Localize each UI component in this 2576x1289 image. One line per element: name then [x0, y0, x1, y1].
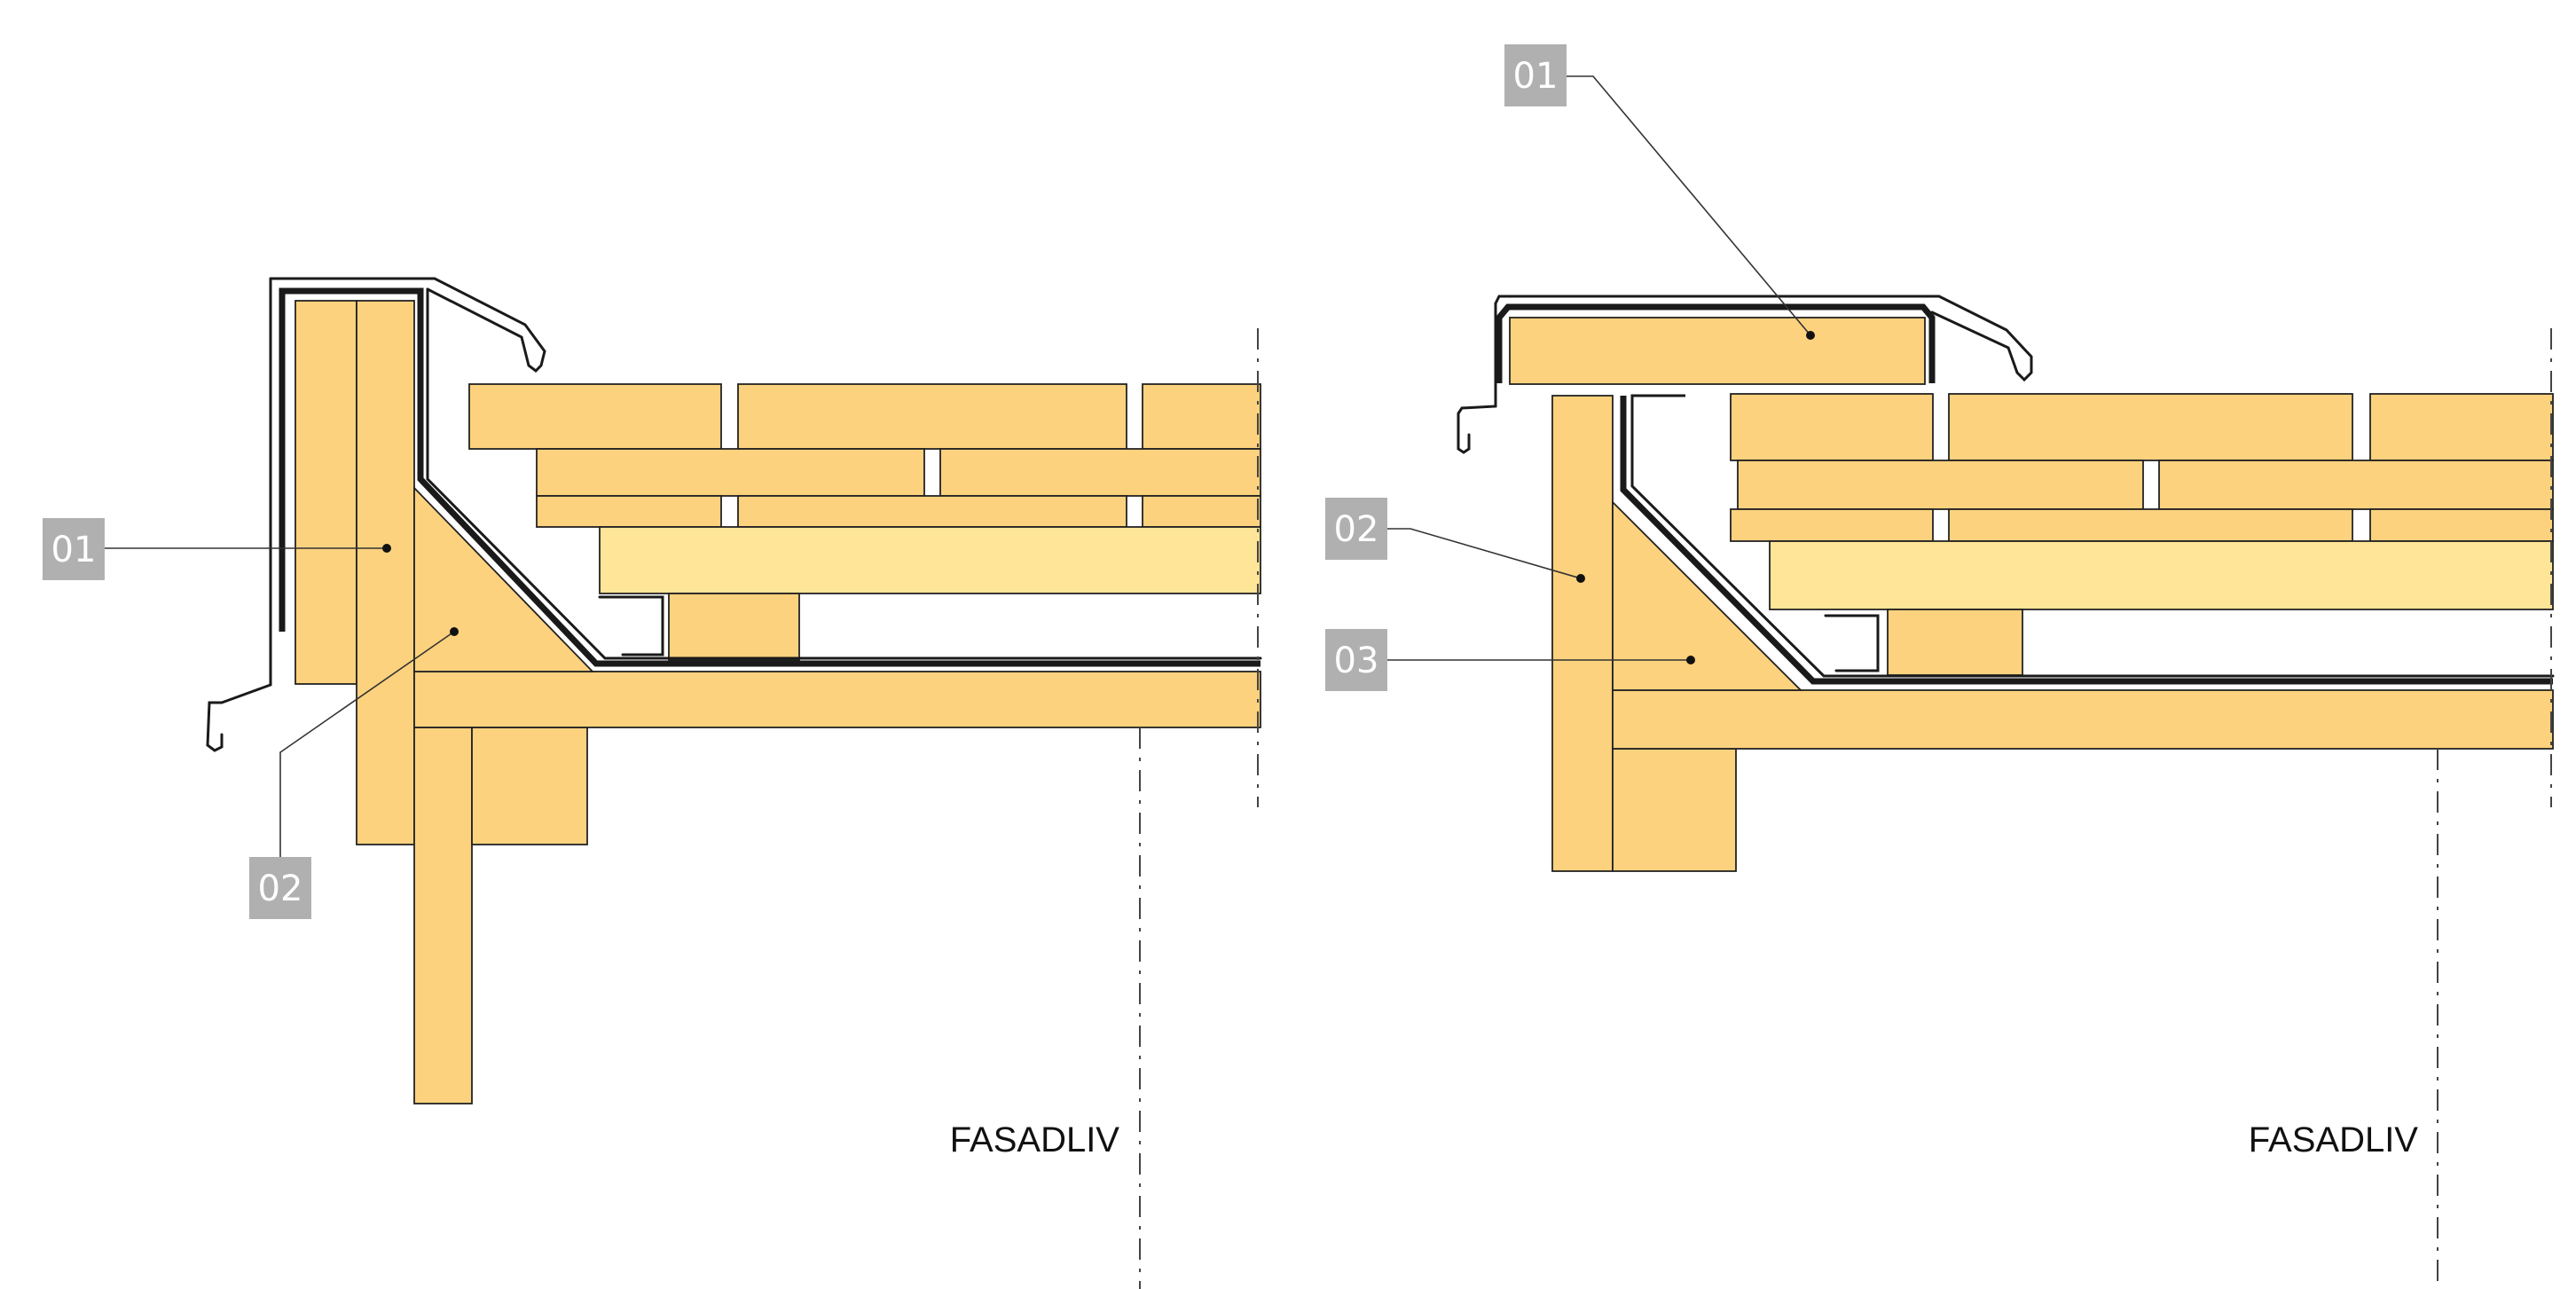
left-deck-board [536, 448, 925, 497]
right-inner-flashing [1630, 394, 2555, 678]
left-leader-02 [279, 631, 455, 857]
right-deck-board [2369, 393, 2554, 461]
right-roof-joist [1612, 689, 2554, 750]
right-leader-01-dot [1806, 331, 1815, 340]
left-tag-02: 02 [249, 857, 311, 919]
left-batten [668, 593, 800, 661]
left-insulation-board [599, 526, 1261, 594]
left-deck-board [1142, 383, 1261, 450]
left-deck-board [939, 448, 1261, 497]
right-tag-02: 02 [1325, 498, 1387, 560]
right-leader-03-dot [1686, 656, 1695, 664]
right-deck-board [1730, 393, 1934, 461]
right-deck-board [2369, 508, 2554, 542]
right-detail: 01 02 03 FASADLIV [1325, 44, 2555, 1289]
left-deck-board [737, 383, 1127, 450]
right-tag-03-text: 03 [1334, 641, 1379, 681]
left-deck-board [737, 495, 1127, 528]
right-cap-membrane [1496, 303, 1936, 383]
right-clip [1824, 614, 1880, 672]
left-facade-label: FASADLIV [950, 1120, 1120, 1159]
left-deck-board [536, 495, 722, 528]
right-deck-board [1948, 508, 2353, 542]
left-inner-board [356, 300, 415, 845]
left-tag-01-text: 01 [51, 530, 97, 570]
left-drip-edge [206, 277, 272, 752]
right-facade-label: FASADLIV [2249, 1120, 2419, 1159]
right-cap-board [1509, 317, 1926, 385]
right-membrane [1620, 396, 2553, 685]
right-leader-01 [1567, 75, 1811, 336]
right-batten [1887, 609, 2023, 676]
right-tag-01-text: 01 [1513, 56, 1559, 97]
left-tag-02-text: 02 [258, 869, 303, 909]
right-cap-flashing [1494, 295, 2033, 382]
right-deck-board [1948, 393, 2353, 461]
right-joist-block [1612, 748, 1737, 872]
right-leader-02-dot [1576, 574, 1585, 583]
right-deck-board [1730, 508, 1934, 542]
right-tag-02-text: 02 [1334, 509, 1379, 550]
right-tag-01: 01 [1504, 44, 1567, 106]
left-inner-flashing [426, 287, 1262, 660]
left-cap-flashing [269, 277, 546, 373]
right-deck-board [2158, 460, 2554, 510]
right-tag-03: 03 [1325, 629, 1387, 691]
left-deck-board [1142, 495, 1261, 528]
left-cant-strip [413, 485, 595, 672]
left-leader-02-dot [450, 627, 459, 636]
right-insulation-board [1769, 540, 2554, 610]
left-roof-joist [413, 671, 1261, 728]
left-wall-stud [413, 727, 473, 1104]
left-leader-01-dot [382, 544, 391, 553]
left-outer-board [295, 300, 357, 685]
left-detail: 01 02 FASADLIV [43, 277, 1262, 1289]
left-deck-board [468, 383, 722, 450]
right-deck-board [1737, 460, 2144, 510]
right-vertical-post [1551, 395, 1614, 872]
left-membrane [279, 287, 1261, 667]
left-tag-01: 01 [43, 518, 105, 580]
left-joist-block [471, 727, 588, 845]
right-cant-strip [1612, 499, 1803, 691]
left-clip [598, 595, 664, 656]
right-leader-02 [1387, 528, 1582, 579]
right-drip-edge [1457, 302, 1497, 454]
